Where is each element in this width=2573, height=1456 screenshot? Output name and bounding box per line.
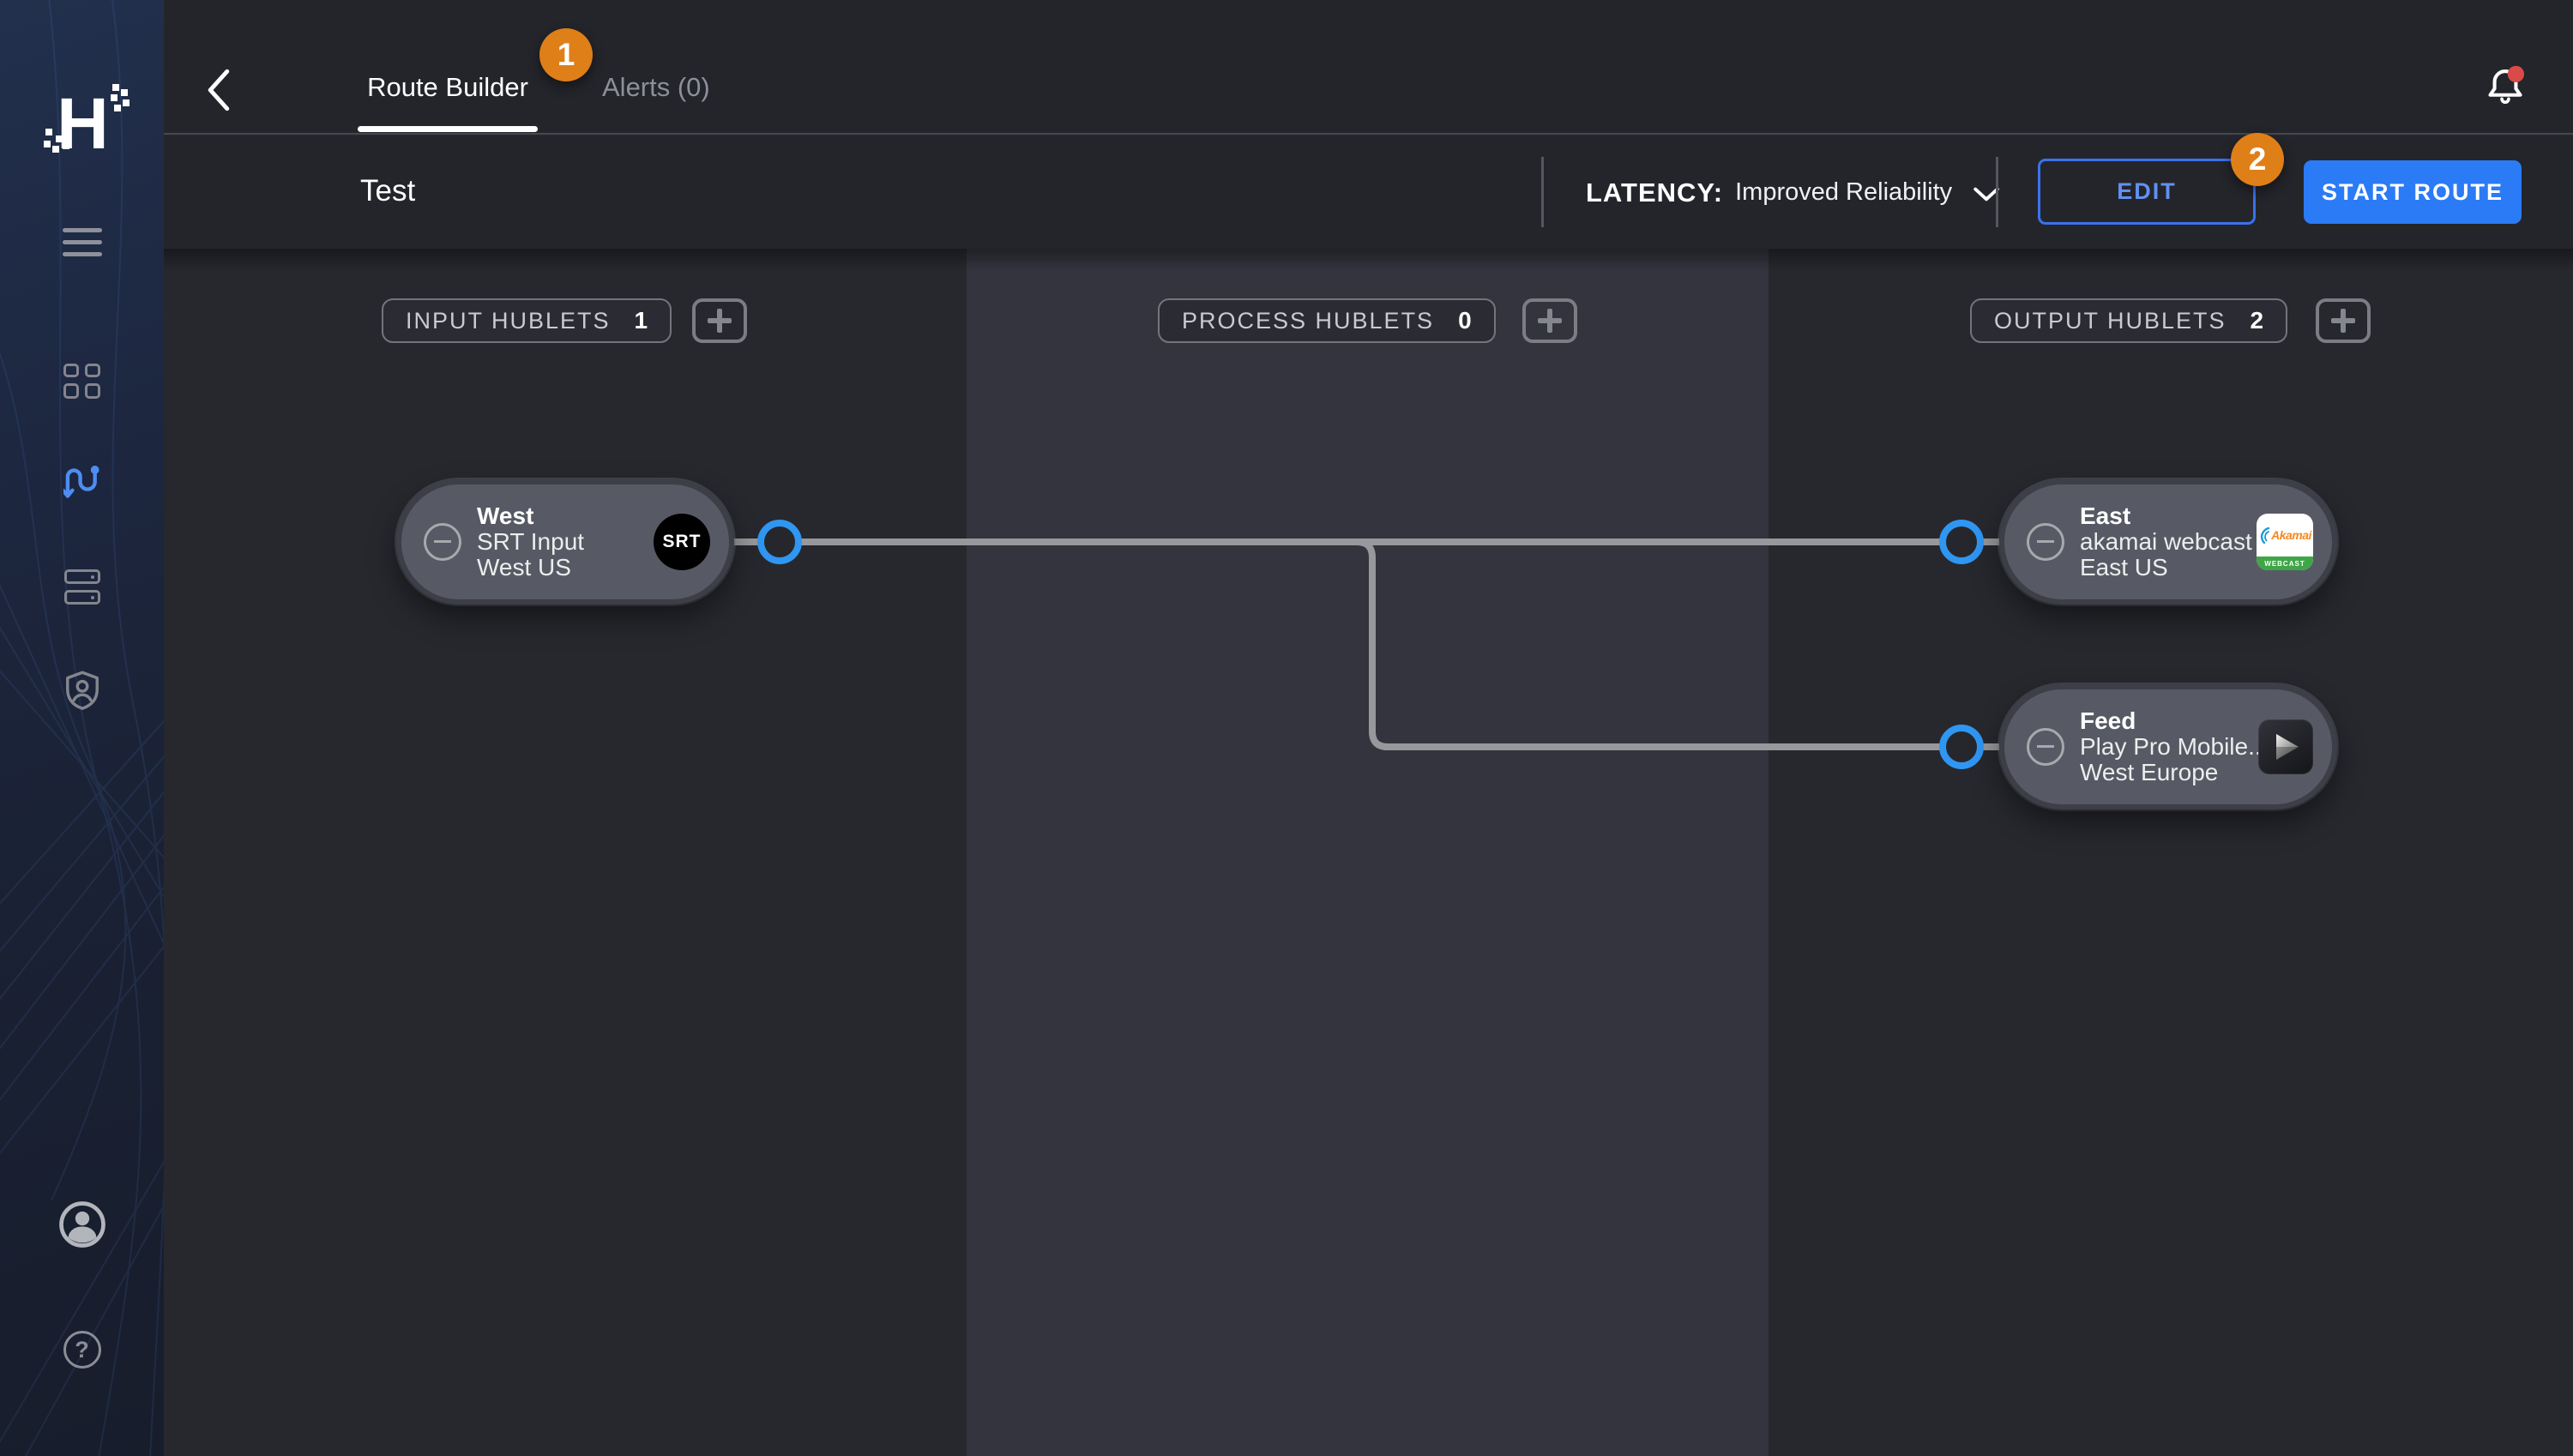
akamai-logo-text: Akamai xyxy=(2271,528,2311,542)
plus-icon xyxy=(2331,309,2355,333)
toolbar-divider xyxy=(1541,157,1544,227)
node-region: West Europe xyxy=(2080,759,2219,785)
tab-alerts[interactable]: Alerts (0) xyxy=(602,72,710,102)
sidebar-item-menu[interactable] xyxy=(0,228,164,256)
route-title: Test xyxy=(360,174,416,208)
route-toolbar: Test LATENCY: Improved Reliability EDIT … xyxy=(164,133,2573,249)
tab-route-builder[interactable]: Route Builder xyxy=(367,72,528,102)
sidebar-item-hublets[interactable] xyxy=(0,569,164,605)
routes-icon xyxy=(63,466,99,498)
sidebar-item-security[interactable] xyxy=(0,669,164,712)
node-west[interactable]: West SRT Input West US SRT xyxy=(396,479,734,605)
node-region: West US xyxy=(477,554,571,581)
process-column-background xyxy=(967,249,1769,1456)
annotation-badge-2: 2 xyxy=(2231,133,2284,186)
notification-dot xyxy=(2507,65,2525,83)
bell-icon xyxy=(2488,65,2525,104)
brand-initial: H xyxy=(57,83,119,164)
play-pro-logo-icon xyxy=(2258,719,2313,774)
latency-dropdown[interactable]: LATENCY: Improved Reliability xyxy=(1586,136,2000,249)
srt-logo-text: SRT xyxy=(662,532,702,551)
sidebar: H xyxy=(0,0,164,1456)
output-hublets-count: 2 xyxy=(2250,307,2264,334)
dashboard-icon xyxy=(63,364,100,399)
hamburger-icon xyxy=(62,228,102,256)
akamai-swirl xyxy=(2260,526,2270,544)
sidebar-user-avatar[interactable] xyxy=(0,1200,164,1248)
plus-icon xyxy=(1538,309,1562,333)
sidebar-decor-lines xyxy=(0,0,164,1456)
connection-wires xyxy=(730,520,1999,769)
feed-input-port[interactable] xyxy=(1939,725,1984,769)
shield-user-icon xyxy=(65,671,99,710)
process-hublets-header: PROCESS HUBLETS 0 xyxy=(1158,298,1496,343)
brand-logo[interactable]: H xyxy=(0,83,164,164)
back-button[interactable] xyxy=(206,69,232,116)
active-tab-underline xyxy=(358,126,538,132)
node-subtitle: akamai webcast xyxy=(2080,528,2252,555)
node-subtitle: SRT Input xyxy=(477,528,585,555)
help-glyph: ? xyxy=(75,1336,89,1363)
process-hublets-label: PROCESS HUBLETS xyxy=(1182,307,1435,334)
route-canvas: INPUT HUBLETS 1 PROCESS HUBLETS 0 OUTPUT… xyxy=(164,249,2573,1456)
output-hublets-label: OUTPUT HUBLETS xyxy=(1994,307,2227,334)
edit-button[interactable]: EDIT xyxy=(2038,159,2256,225)
node-feed[interactable]: Feed Play Pro Mobile... West Europe xyxy=(1999,684,2337,809)
akamai-webcast-logo-icon: Akamai WEBCAST xyxy=(2257,514,2313,570)
srt-logo-icon: SRT xyxy=(654,514,710,570)
add-input-hublet-button[interactable] xyxy=(692,298,747,343)
node-title: Feed xyxy=(2080,707,2136,734)
annotation-badge-1: 1 xyxy=(539,28,593,81)
remove-node-button[interactable] xyxy=(2027,523,2064,561)
node-west-text: West SRT Input West US xyxy=(477,503,647,581)
server-icon xyxy=(63,569,100,605)
add-process-hublet-button[interactable] xyxy=(1522,298,1577,343)
sidebar-item-dashboard[interactable] xyxy=(0,364,164,399)
toolbar-divider xyxy=(1996,157,1998,227)
input-hublets-count: 1 xyxy=(634,307,648,334)
help-icon: ? xyxy=(63,1331,101,1369)
latency-label: LATENCY: xyxy=(1586,177,1724,208)
start-route-button[interactable]: START ROUTE xyxy=(2304,160,2522,224)
node-title: West xyxy=(477,502,534,529)
notifications-button[interactable] xyxy=(2483,63,2528,112)
sidebar-help-button[interactable]: ? xyxy=(0,1331,164,1369)
node-subtitle: Play Pro Mobile... xyxy=(2080,733,2269,760)
topbar: Route Builder 1 Alerts (0) xyxy=(164,0,2573,135)
latency-value: Improved Reliability xyxy=(1735,178,1953,206)
add-output-hublet-button[interactable] xyxy=(2316,298,2371,343)
input-hublets-label: INPUT HUBLETS xyxy=(406,307,611,334)
output-hublets-header: OUTPUT HUBLETS 2 xyxy=(1970,298,2288,343)
akamai-webcast-text: WEBCAST xyxy=(2264,559,2305,568)
input-hublets-header: INPUT HUBLETS 1 xyxy=(382,298,672,343)
plus-icon xyxy=(708,309,732,333)
remove-node-button[interactable] xyxy=(2027,728,2064,766)
user-avatar-icon xyxy=(58,1201,105,1248)
node-feed-text: Feed Play Pro Mobile... West Europe xyxy=(2080,707,2269,785)
node-region: East US xyxy=(2080,554,2168,581)
chevron-left-icon xyxy=(208,69,230,111)
chevron-down-icon xyxy=(1973,187,1999,201)
sidebar-item-routes-active[interactable] xyxy=(0,461,164,502)
west-output-port[interactable] xyxy=(757,520,802,564)
remove-node-button[interactable] xyxy=(424,523,461,561)
node-east-text: East akamai webcast East US xyxy=(2080,502,2252,581)
east-input-port[interactable] xyxy=(1939,520,1984,564)
node-title: East xyxy=(2080,502,2131,529)
node-east[interactable]: East akamai webcast East US Akamai WEBCA… xyxy=(1999,479,2337,605)
process-hublets-count: 0 xyxy=(1458,307,1472,334)
